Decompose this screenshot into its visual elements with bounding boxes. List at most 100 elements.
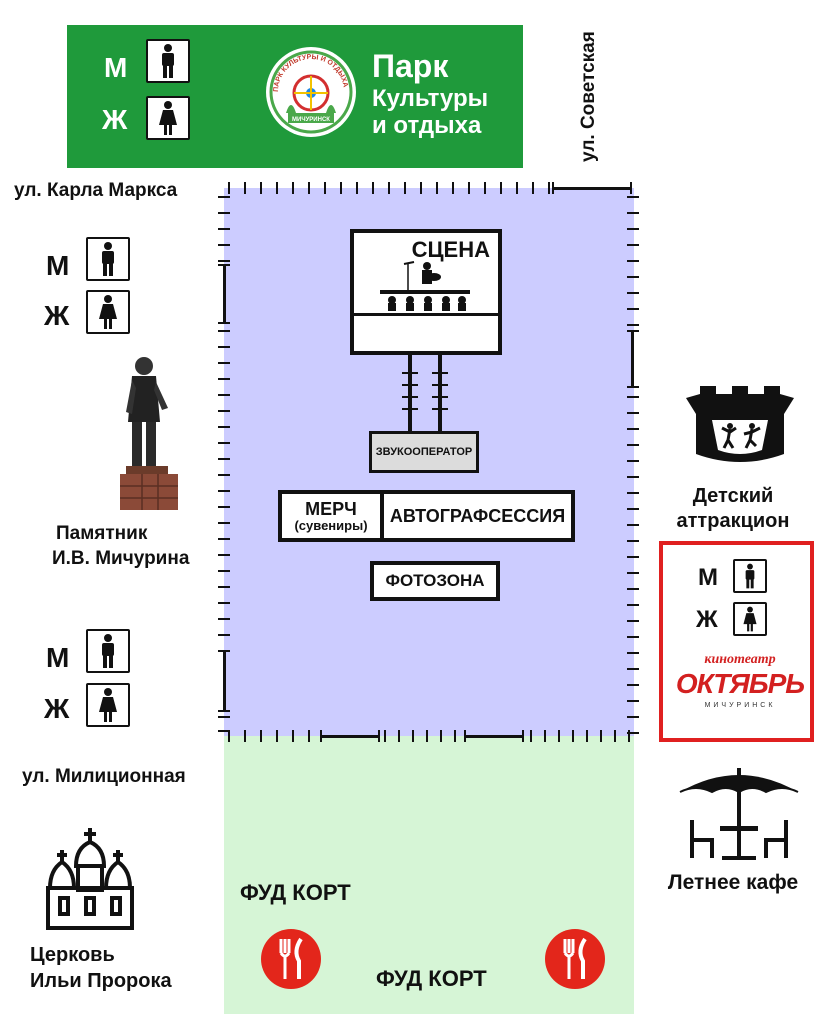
stage-connector-left bbox=[408, 352, 412, 432]
fence-tick bbox=[218, 378, 230, 380]
fence-tick bbox=[276, 730, 278, 742]
fence-tick bbox=[627, 244, 639, 246]
fence-tick bbox=[412, 730, 414, 742]
fence-tick bbox=[627, 508, 639, 510]
fence-tick bbox=[544, 730, 546, 742]
fence-tick bbox=[218, 538, 230, 540]
stage-platform bbox=[350, 313, 502, 355]
fence-tick bbox=[218, 570, 230, 572]
fence-tick bbox=[223, 650, 226, 712]
fence-tick bbox=[627, 556, 639, 558]
park-title: Парк Культуры и отдыха bbox=[372, 48, 488, 140]
kids-attraction-icon bbox=[686, 386, 794, 462]
male-letter: М bbox=[46, 642, 70, 673]
church-label: Церковь Ильи Пророка bbox=[30, 942, 172, 994]
fence-tick bbox=[627, 652, 639, 654]
fence-tick bbox=[218, 586, 230, 588]
fence-tick bbox=[218, 650, 230, 652]
female-letter: Ж bbox=[44, 300, 70, 331]
cinema-city: МИЧУРИНСК bbox=[704, 702, 776, 709]
fence-tick bbox=[586, 730, 588, 742]
fence-tick bbox=[218, 730, 230, 732]
fence-tick bbox=[532, 182, 534, 194]
fence-tick bbox=[228, 730, 230, 742]
male-letter: М bbox=[104, 52, 128, 83]
fence-tick bbox=[218, 362, 230, 364]
logo-city-text: МИЧУРИНСК bbox=[292, 117, 330, 123]
fence-tick bbox=[631, 330, 634, 388]
fence-tick bbox=[516, 182, 518, 194]
male-letter: М bbox=[46, 250, 70, 281]
fence-tick bbox=[468, 182, 470, 194]
fence-tick bbox=[530, 730, 532, 742]
fence-tick bbox=[218, 506, 230, 508]
street-sovetskaya: ул. Советская bbox=[578, 31, 599, 162]
fence-tick bbox=[218, 212, 230, 214]
street-karla-marksa: ул. Карла Маркса bbox=[14, 180, 178, 201]
fence-tick bbox=[404, 182, 406, 194]
fence-tick bbox=[627, 276, 639, 278]
church-label-line2: Ильи Пророка bbox=[30, 970, 172, 992]
fence-tick bbox=[378, 730, 380, 742]
fence-tick bbox=[630, 182, 632, 194]
fence-tick bbox=[440, 730, 442, 742]
fence-tick bbox=[452, 182, 454, 194]
fence-tick bbox=[308, 182, 310, 194]
fence-tick bbox=[218, 602, 230, 604]
cinema-name: ОКТЯБРЬ bbox=[675, 668, 805, 699]
fence-tick bbox=[398, 730, 400, 742]
fence-tick bbox=[627, 716, 639, 718]
fence-tick bbox=[420, 182, 422, 194]
fence-tick bbox=[218, 474, 230, 476]
fence-tick bbox=[627, 260, 639, 262]
fence-tick bbox=[464, 730, 466, 742]
fence-tick bbox=[356, 182, 358, 194]
monument-icon bbox=[120, 357, 178, 510]
photozone-box: ФОТОЗОНА bbox=[370, 561, 500, 601]
fence-tick bbox=[218, 634, 230, 636]
fence-tick bbox=[324, 182, 326, 194]
fence-tick bbox=[218, 710, 230, 712]
fence-tick bbox=[627, 308, 639, 310]
female-restroom-icon bbox=[733, 602, 767, 636]
fence-tick bbox=[627, 396, 639, 398]
fence-tick bbox=[464, 735, 524, 738]
female-restroom-icon bbox=[86, 683, 130, 727]
fence-tick bbox=[372, 182, 374, 194]
fence-tick bbox=[627, 228, 639, 230]
merch-box: МЕРЧ (сувениры) bbox=[278, 490, 384, 542]
fence-tick bbox=[614, 730, 616, 742]
fence-tick bbox=[218, 410, 230, 412]
summer-cafe-label: Летнее кафе bbox=[667, 871, 799, 894]
monument-label-line2: И.В. Мичурина bbox=[52, 547, 190, 569]
kids-attraction-line1: Детский bbox=[692, 485, 774, 507]
fence-tick bbox=[292, 730, 294, 742]
fence-tick bbox=[628, 730, 630, 742]
male-restroom-icon bbox=[146, 39, 190, 83]
fence-tick bbox=[218, 322, 230, 324]
kids-attraction-line2: аттракцион bbox=[676, 510, 790, 532]
fence-tick bbox=[627, 620, 639, 622]
fence-tick bbox=[244, 730, 246, 742]
fence-tick bbox=[218, 522, 230, 524]
fence-tick bbox=[627, 476, 639, 478]
fence-tick bbox=[627, 428, 639, 430]
church-label-line1: Церковь bbox=[30, 944, 115, 966]
fence-tick bbox=[627, 444, 639, 446]
fence-tick bbox=[388, 182, 390, 194]
fence-tick bbox=[627, 668, 639, 670]
fence-tick bbox=[218, 458, 230, 460]
fence-tick bbox=[436, 182, 438, 194]
fence-tick bbox=[218, 330, 230, 332]
fence-tick bbox=[627, 524, 639, 526]
fence-tick bbox=[500, 182, 502, 194]
fence-tick bbox=[384, 730, 386, 742]
park-title-line1: Парк bbox=[372, 48, 449, 84]
fence-tick bbox=[218, 716, 230, 718]
fence-tick bbox=[627, 460, 639, 462]
stage-label: СЦЕНА bbox=[411, 237, 490, 262]
fence-tick bbox=[292, 182, 294, 194]
monument-label: Памятник И.В. Мичурина bbox=[52, 522, 189, 571]
female-letter: Ж bbox=[44, 693, 70, 724]
autograph-label: АВТОГРАФСЕССИЯ bbox=[389, 505, 566, 526]
